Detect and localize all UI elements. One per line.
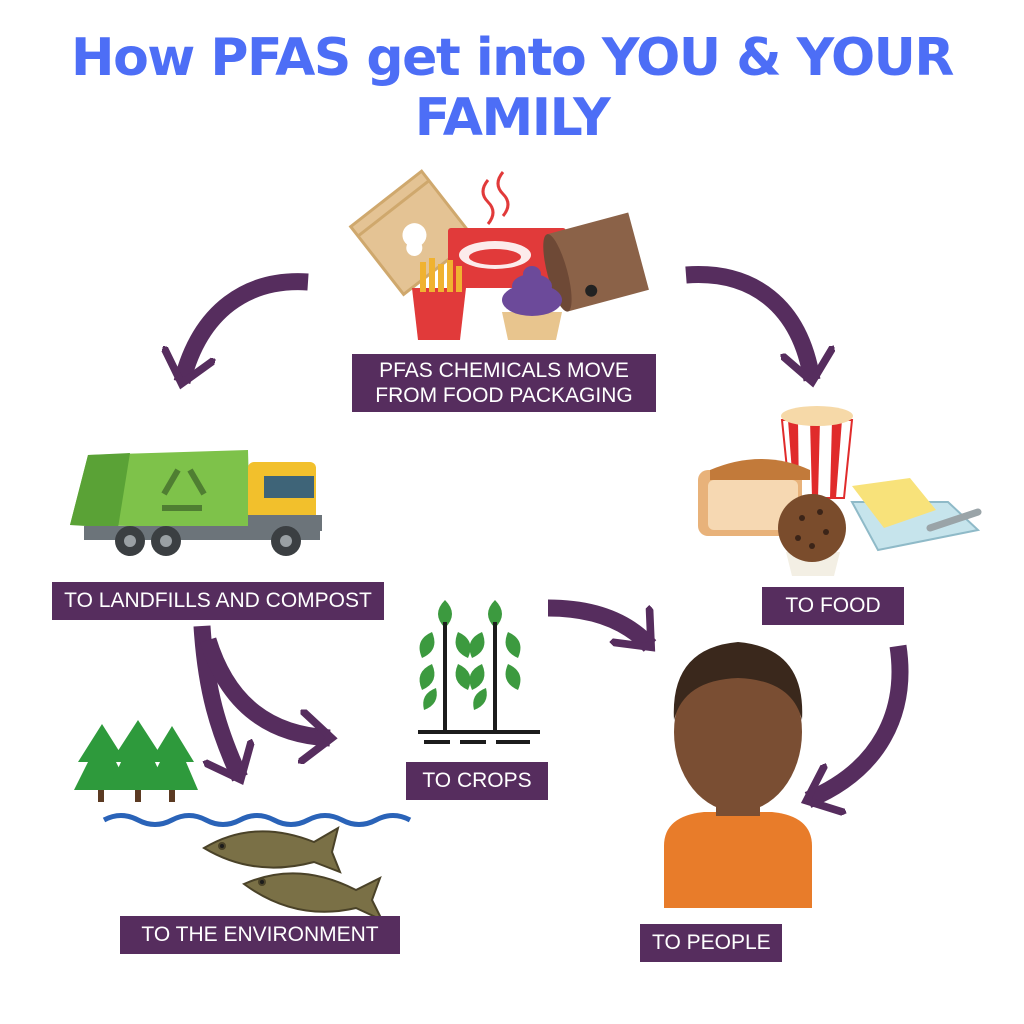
label-environment: TO THE ENVIRONMENT — [120, 916, 400, 954]
arrow-landfills-to-crops — [199, 637, 330, 738]
page-title: How PFAS get into YOU & YOUR FAMILY — [71, 28, 954, 148]
label-crops: TO CROPS — [406, 762, 548, 800]
person-icon — [664, 642, 812, 908]
arrow-crops-to-people — [547, 599, 657, 652]
fish-icon — [202, 825, 385, 923]
water-wave-icon — [102, 813, 412, 827]
food-packaging-icon — [348, 169, 649, 340]
label-people: TO PEOPLE — [640, 924, 782, 962]
label-packaging: PFAS CHEMICALS MOVE FROM FOOD PACKAGING — [352, 354, 656, 412]
arrow-food-to-people — [808, 644, 909, 800]
crops-icon — [418, 600, 540, 744]
label-food: TO FOOD — [762, 587, 904, 625]
arrow-packaging-to-landfills — [182, 273, 309, 382]
trees-icon — [74, 720, 198, 802]
garbage-truck-icon — [70, 450, 322, 556]
recycle-icon — [161, 468, 207, 511]
arrow-packaging-to-food — [685, 266, 812, 380]
groceries-icon — [698, 406, 982, 576]
label-landfills: TO LANDFILLS AND COMPOST — [52, 582, 384, 620]
